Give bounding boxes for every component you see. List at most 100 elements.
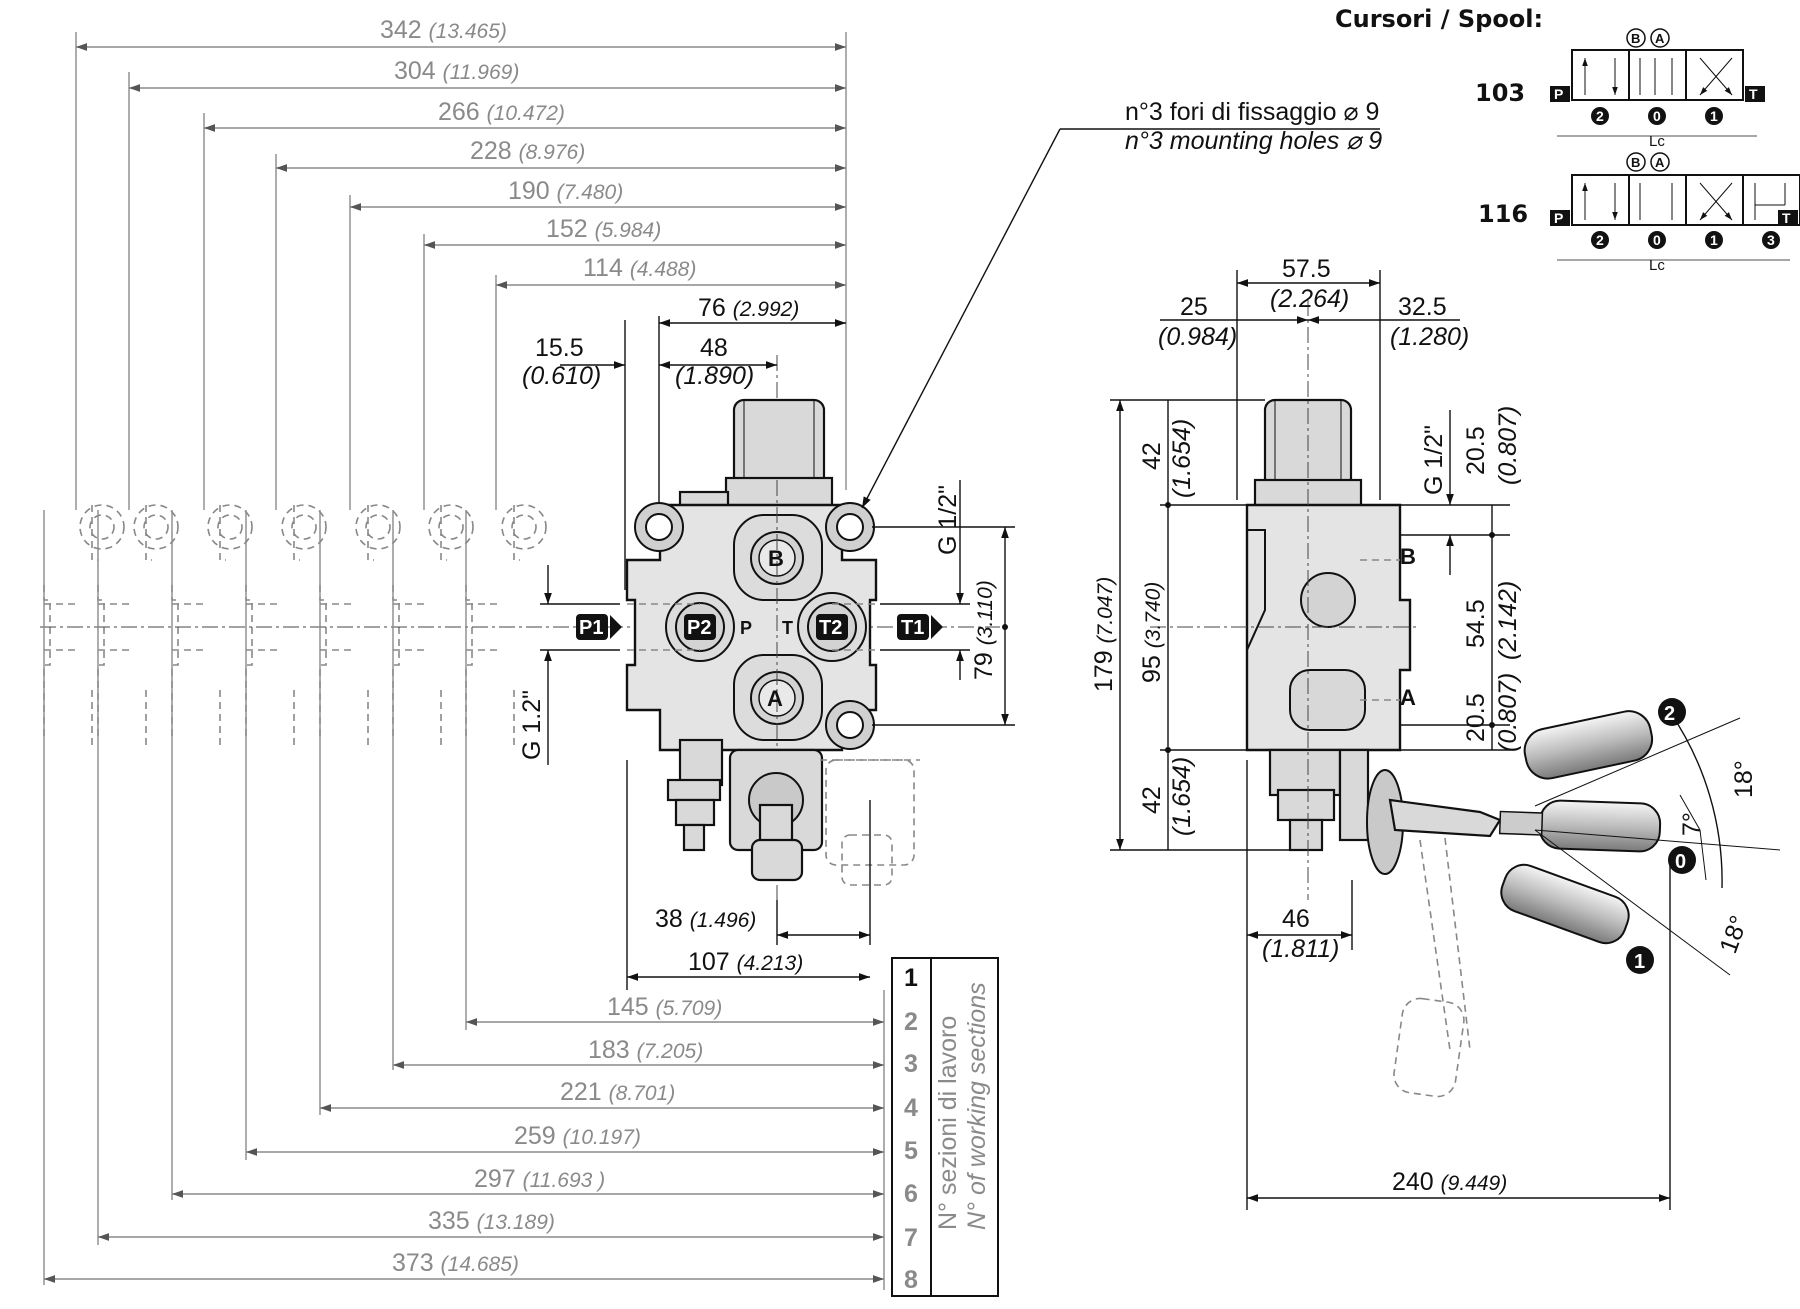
spool-103-t: T <box>1749 86 1758 102</box>
svg-text:259 (10.197): 259 (10.197) <box>514 1122 641 1150</box>
spool-legend: Cursori / Spool: 103 P T B A 2 0 <box>1335 5 1800 274</box>
dim-79: 79 <box>970 652 998 680</box>
svg-text:190 (7.480): 190 (7.480) <box>508 177 623 205</box>
svg-text:(1.654): (1.654) <box>1168 419 1196 498</box>
section-2: 2 <box>904 1008 918 1036</box>
mounting-note-it: n°3 fori di fissaggio ⌀ 9 <box>1125 98 1379 126</box>
dim-190: 190 <box>508 177 550 205</box>
svg-text:(2.264): (2.264) <box>1270 285 1349 313</box>
svg-text:(1.280): (1.280) <box>1390 323 1469 351</box>
dim-304: 304 <box>394 57 436 85</box>
svg-text:(0.610): (0.610) <box>522 362 601 390</box>
valve-side-view <box>1150 300 1561 1098</box>
dim-20-5-bottom: 20.5 <box>1462 693 1490 742</box>
section-3: 3 <box>904 1050 918 1078</box>
spool-116-lc: Lc <box>1649 257 1665 274</box>
svg-text:(1.654): (1.654) <box>1168 757 1196 836</box>
svg-text:266 (10.472): 266 (10.472) <box>438 98 565 126</box>
svg-text:335 (13.189): 335 (13.189) <box>428 1207 555 1235</box>
angle-18-top: 18° <box>1730 760 1758 798</box>
spool-103-pos-0: 0 <box>1653 108 1661 124</box>
port-t1-label: T1 <box>901 617 924 639</box>
sections-label-it: N° sezioni di lavoro <box>934 1016 962 1230</box>
svg-text:145 (5.709): 145 (5.709) <box>607 993 722 1021</box>
dim-335: 335 <box>428 1207 470 1235</box>
port-p1-label: P1 <box>579 617 603 639</box>
mounting-note-en: n°3 mounting holes ⌀ 9 <box>1125 127 1382 155</box>
svg-text:(0.807): (0.807) <box>1494 406 1522 485</box>
spool-103-p: P <box>1554 86 1563 102</box>
svg-text:(0.807): (0.807) <box>1494 673 1522 752</box>
svg-text:183 (7.205): 183 (7.205) <box>588 1036 703 1064</box>
side-port-b: B <box>1400 544 1416 569</box>
dim-373: 373 <box>392 1249 434 1277</box>
dim-38: 38 <box>655 905 683 933</box>
dim-183: 183 <box>588 1036 630 1064</box>
mounting-note: n°3 fori di fissaggio ⌀ 9 n°3 mounting h… <box>861 98 1382 509</box>
spool-103-pos-1: 1 <box>1710 108 1718 124</box>
section-5: 5 <box>904 1137 918 1165</box>
svg-text:114 (4.488): 114 (4.488) <box>583 254 696 282</box>
spool-116-t: T <box>1782 210 1791 226</box>
dim-107: 107 <box>688 948 730 976</box>
dim-20-5-top: 20.5 <box>1462 426 1490 475</box>
spool-103-symbol: 103 P T B A 2 0 1 Lc <box>1475 28 1765 150</box>
g-half-inch-right: G 1/2" <box>934 485 962 555</box>
dim-95: 95 <box>1138 655 1166 683</box>
spool-103-lc: Lc <box>1649 133 1665 150</box>
spool-116-pos-0: 0 <box>1653 232 1661 248</box>
svg-text:179 (7.047): 179 (7.047) <box>1090 577 1118 692</box>
dim-259: 259 <box>514 1122 556 1150</box>
front-bottom-dims: 38 (1.496) 107 (4.213) <box>626 760 871 990</box>
svg-text:228 (8.976): 228 (8.976) <box>470 137 585 165</box>
spool-code-103: 103 <box>1475 79 1525 107</box>
top-dimension-ladder: 342 (13.465) 304 (11.969) 266 (10.472) 2… <box>75 16 847 510</box>
spool-116-p: P <box>1554 210 1563 226</box>
svg-text:76 (2.992): 76 (2.992) <box>698 294 799 322</box>
working-sections-table: 1 2 3 4 5 6 7 8 N° sezioni di lavoro N° … <box>891 957 999 1297</box>
dim-32-5: 32.5 <box>1398 293 1447 321</box>
section-1: 1 <box>904 964 918 992</box>
lever-handles: 18° 7° 18° 2 0 1 <box>1498 698 1781 976</box>
dim-48: 48 <box>700 334 728 362</box>
port-t2-label: T2 <box>819 617 842 639</box>
front-right-dims: G 1/2" 79 (3.110) G 1.2" <box>518 480 1015 765</box>
svg-text:373 (14.685): 373 (14.685) <box>392 1249 519 1277</box>
spool-code-116: 116 <box>1478 200 1528 228</box>
dim-46: 46 <box>1282 905 1310 933</box>
svg-text:107 (4.213): 107 (4.213) <box>688 948 803 976</box>
angle-7: 7° <box>1678 812 1706 836</box>
spool-116-pos-2: 2 <box>1596 232 1604 248</box>
section-7: 7 <box>904 1224 918 1252</box>
port-p-letter: P <box>740 618 752 638</box>
g-half-inch-left: G 1.2" <box>518 690 546 760</box>
dim-42-bottom: 42 <box>1138 786 1166 814</box>
port-b-label: B <box>768 546 784 571</box>
dim-145: 145 <box>607 993 649 1021</box>
dim-228: 228 <box>470 137 512 165</box>
spool-103-port-b: B <box>1631 31 1640 46</box>
dim-25: 25 <box>1180 293 1208 321</box>
lever-position-2: 2 <box>1664 703 1675 725</box>
svg-text:38 (1.496): 38 (1.496) <box>655 905 756 933</box>
section-8: 8 <box>904 1266 918 1294</box>
dim-179: 179 <box>1090 650 1118 692</box>
dim-342: 342 <box>380 16 422 44</box>
dim-266: 266 <box>438 98 480 126</box>
bottom-dimension-ladder: 145 (5.709) 183 (7.205) 221 (8.701) 259 … <box>43 510 885 1290</box>
spool-116-symbol: 116 P T B A 2 0 1 <box>1478 152 1800 274</box>
section-ghost-outline <box>43 504 125 750</box>
sections-label-en: N° of working sections <box>963 982 991 1230</box>
svg-text:240 (9.449): 240 (9.449) <box>1392 1168 1507 1196</box>
svg-text:342 (13.465): 342 (13.465) <box>380 16 507 44</box>
port-p2-label: P2 <box>687 617 711 639</box>
svg-text:(1.811): (1.811) <box>1262 935 1339 963</box>
lever-position-1: 1 <box>1634 951 1645 973</box>
g-half-inch-side: G 1/2" <box>1420 425 1448 495</box>
svg-text:95 (3.740): 95 (3.740) <box>1138 582 1166 683</box>
spool-title: Cursori / Spool: <box>1335 5 1543 33</box>
spool-103-port-a: A <box>1655 31 1665 46</box>
valve-front-view: B A P2 T2 P T P1 T1 <box>576 398 943 900</box>
side-view-dims: 57.5 (2.264) 25 (0.984) 32.5 (1.280) 179… <box>1090 255 1671 1210</box>
